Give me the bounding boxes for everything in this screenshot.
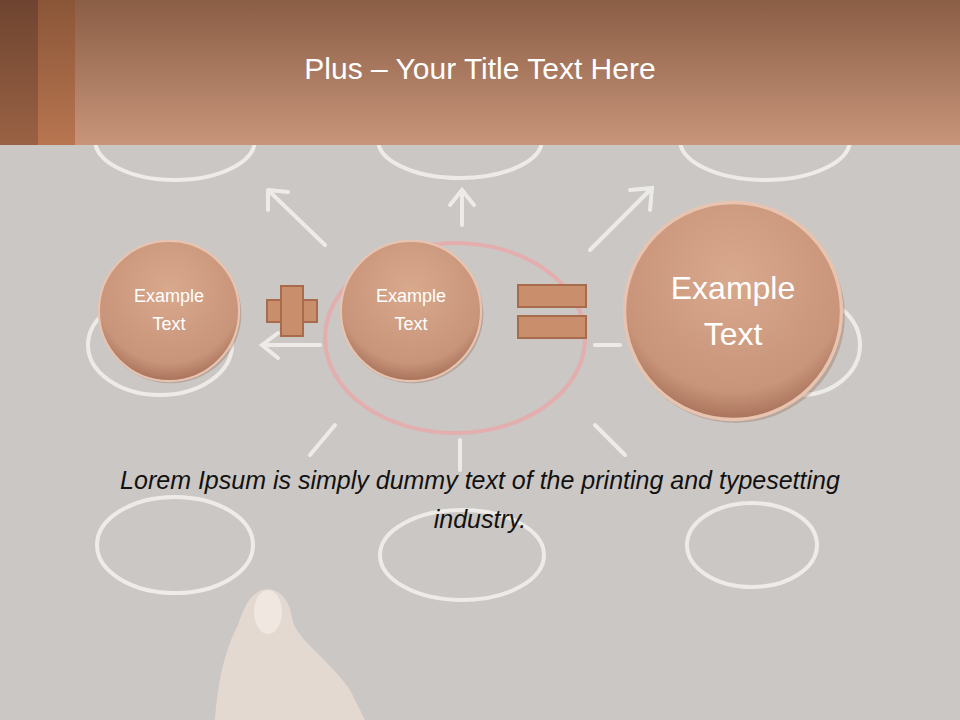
node-text: Example Text [364, 283, 459, 339]
caption-text: Lorem Ipsum is simply dummy text of the … [100, 461, 860, 539]
node-text: Example Text [122, 283, 217, 339]
slide-title: Plus – Your Title Text Here [150, 52, 810, 86]
circle-shape [338, 238, 484, 384]
circle-node: Example Text [96, 238, 242, 384]
circle-shape [620, 198, 846, 424]
circle-node: Example Text [620, 198, 846, 424]
circle-shape [96, 238, 242, 384]
node-text: Example Text [660, 265, 807, 358]
circle-node: Example Text [338, 238, 484, 384]
